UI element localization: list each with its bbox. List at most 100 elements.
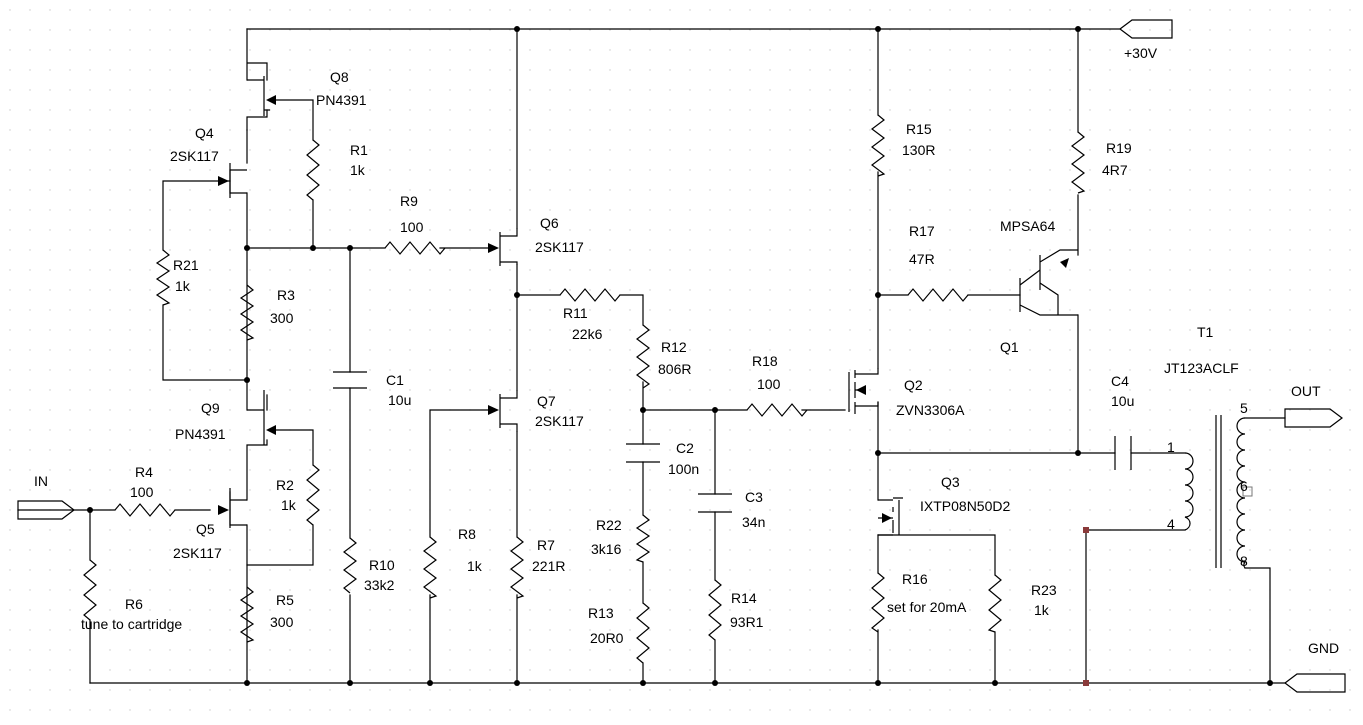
q4-ref: Q4	[195, 125, 214, 141]
r11-value: 22k6	[572, 326, 603, 342]
c2-ref: C2	[676, 440, 694, 456]
mosfet-q3: Q3 IXTP08N50D2	[878, 474, 1010, 536]
resistor-r4: R4 100	[114, 464, 176, 517]
resistor-r13: R13 20R0	[588, 602, 650, 664]
resistor-r6: R6 tune to cartridge	[81, 559, 182, 632]
r22-ref: R22	[596, 517, 622, 533]
q9-ref: Q9	[201, 400, 220, 416]
c4-ref: C4	[1111, 373, 1129, 389]
port-input: IN	[17, 473, 75, 520]
r15-value: 130R	[902, 142, 935, 158]
q3-ref: Q3	[941, 474, 960, 490]
darlington-q1: MPSA64 Q1	[1000, 218, 1078, 355]
t1-pin-5: 5	[1240, 400, 1248, 416]
r18-ref: R18	[752, 353, 778, 369]
q3-part: IXTP08N50D2	[920, 498, 1010, 514]
r3-ref: R3	[277, 287, 295, 303]
q1-ref: Q1	[1000, 339, 1019, 355]
resistor-r7: R7 221R	[510, 536, 565, 599]
q5-part: 2SK117	[173, 545, 222, 561]
q6-ref: Q6	[540, 215, 559, 231]
r10-ref: R10	[369, 557, 395, 573]
jfet-q9: Q9 PN4391	[175, 390, 276, 445]
c3-ref: C3	[745, 489, 763, 505]
r6-value: tune to cartridge	[81, 616, 182, 632]
q2-ref: Q2	[904, 377, 923, 393]
c3-value: 34n	[742, 514, 765, 530]
r21-ref: R21	[173, 257, 199, 273]
r13-value: 20R0	[590, 630, 624, 646]
q8-ref: Q8	[330, 69, 349, 85]
q6-part: 2SK117	[535, 239, 584, 255]
r2-value: 1k	[281, 497, 297, 513]
resistor-r19: R19 4R7	[1071, 131, 1132, 194]
q5-ref: Q5	[196, 521, 215, 537]
resistor-r5: R5 300	[239, 586, 294, 643]
r14-ref: R14	[731, 590, 757, 606]
resistor-r21: R21 1k	[155, 249, 199, 306]
transformer-t1: T1 JT123ACLF 1 4 5 6 8	[1164, 324, 1253, 569]
resistor-r18: R18 100	[746, 353, 808, 417]
q8-part: PN4391	[316, 92, 367, 108]
r10-value: 33k2	[364, 577, 395, 593]
r9-value: 100	[400, 219, 424, 235]
r15-ref: R15	[906, 121, 932, 137]
resistor-r12: R12 806R	[636, 324, 691, 389]
q4-part: 2SK117	[170, 148, 219, 164]
r12-value: 806R	[658, 361, 691, 377]
t1-ref: T1	[1197, 324, 1214, 340]
r16-ref: R16	[902, 571, 928, 587]
junctions	[87, 26, 1273, 686]
capacitor-c1: C1 10u	[333, 371, 411, 408]
r3-value: 300	[270, 310, 294, 326]
q9-part: PN4391	[175, 426, 226, 442]
port-vplus-label: +30V	[1124, 45, 1158, 61]
q1-part: MPSA64	[1000, 218, 1055, 234]
q2-part: ZVN3306A	[896, 402, 965, 418]
r18-value: 100	[757, 376, 781, 392]
t1-part: JT123ACLF	[1164, 360, 1239, 376]
c1-value: 10u	[388, 392, 411, 408]
resistor-r15: R15 130R	[871, 114, 935, 177]
r14-value: 93R1	[730, 614, 764, 630]
r5-ref: R5	[276, 592, 294, 608]
r8-ref: R8	[458, 526, 476, 542]
r1-ref: R1	[350, 142, 368, 158]
r2-ref: R2	[276, 477, 294, 493]
r11-ref: R11	[563, 305, 588, 321]
c1-ref: C1	[386, 372, 404, 388]
t1-pin-1: 1	[1167, 439, 1175, 455]
r7-value: 221R	[532, 558, 565, 574]
resistor-r2: R2 1k	[276, 464, 320, 526]
r6-ref: R6	[125, 596, 143, 612]
port-ground: GND	[1284, 640, 1346, 693]
q7-part: 2SK117	[535, 413, 584, 429]
port-vplus: +30V	[1119, 19, 1173, 61]
r22-value: 3k16	[591, 541, 622, 557]
jfet-q5: Q5 2SK117	[173, 488, 247, 561]
r1-value: 1k	[350, 162, 366, 178]
mosfet-q2: Q2 ZVN3306A	[848, 368, 965, 418]
r23-ref: R23	[1031, 582, 1057, 598]
resistor-r22: R22 3k16	[591, 514, 651, 563]
r19-value: 4R7	[1102, 162, 1128, 178]
jfet-q4: Q4 2SK117	[170, 125, 247, 198]
r19-ref: R19	[1106, 140, 1132, 156]
resistor-r23: R23 1k	[987, 574, 1057, 633]
port-output: OUT	[1284, 383, 1343, 428]
r21-value: 1k	[175, 278, 191, 294]
capacitor-c4: C4 10u	[1111, 373, 1134, 470]
jfet-q7: Q7 2SK117	[488, 390, 584, 432]
resistor-r3: R3 300	[239, 284, 295, 341]
r9-ref: R9	[400, 193, 418, 209]
resistor-r8: R8 1k	[423, 526, 483, 599]
resistor-r9: R9 100	[384, 193, 446, 255]
resistor-r16: R16 set for 20mA	[870, 571, 967, 633]
r7-ref: R7	[537, 537, 555, 553]
t1-pin-6: 6	[1240, 478, 1248, 494]
r5-value: 300	[270, 614, 294, 630]
capacitor-c2: C2 100n	[626, 440, 699, 477]
resistor-r11: R11 22k6	[559, 288, 621, 342]
